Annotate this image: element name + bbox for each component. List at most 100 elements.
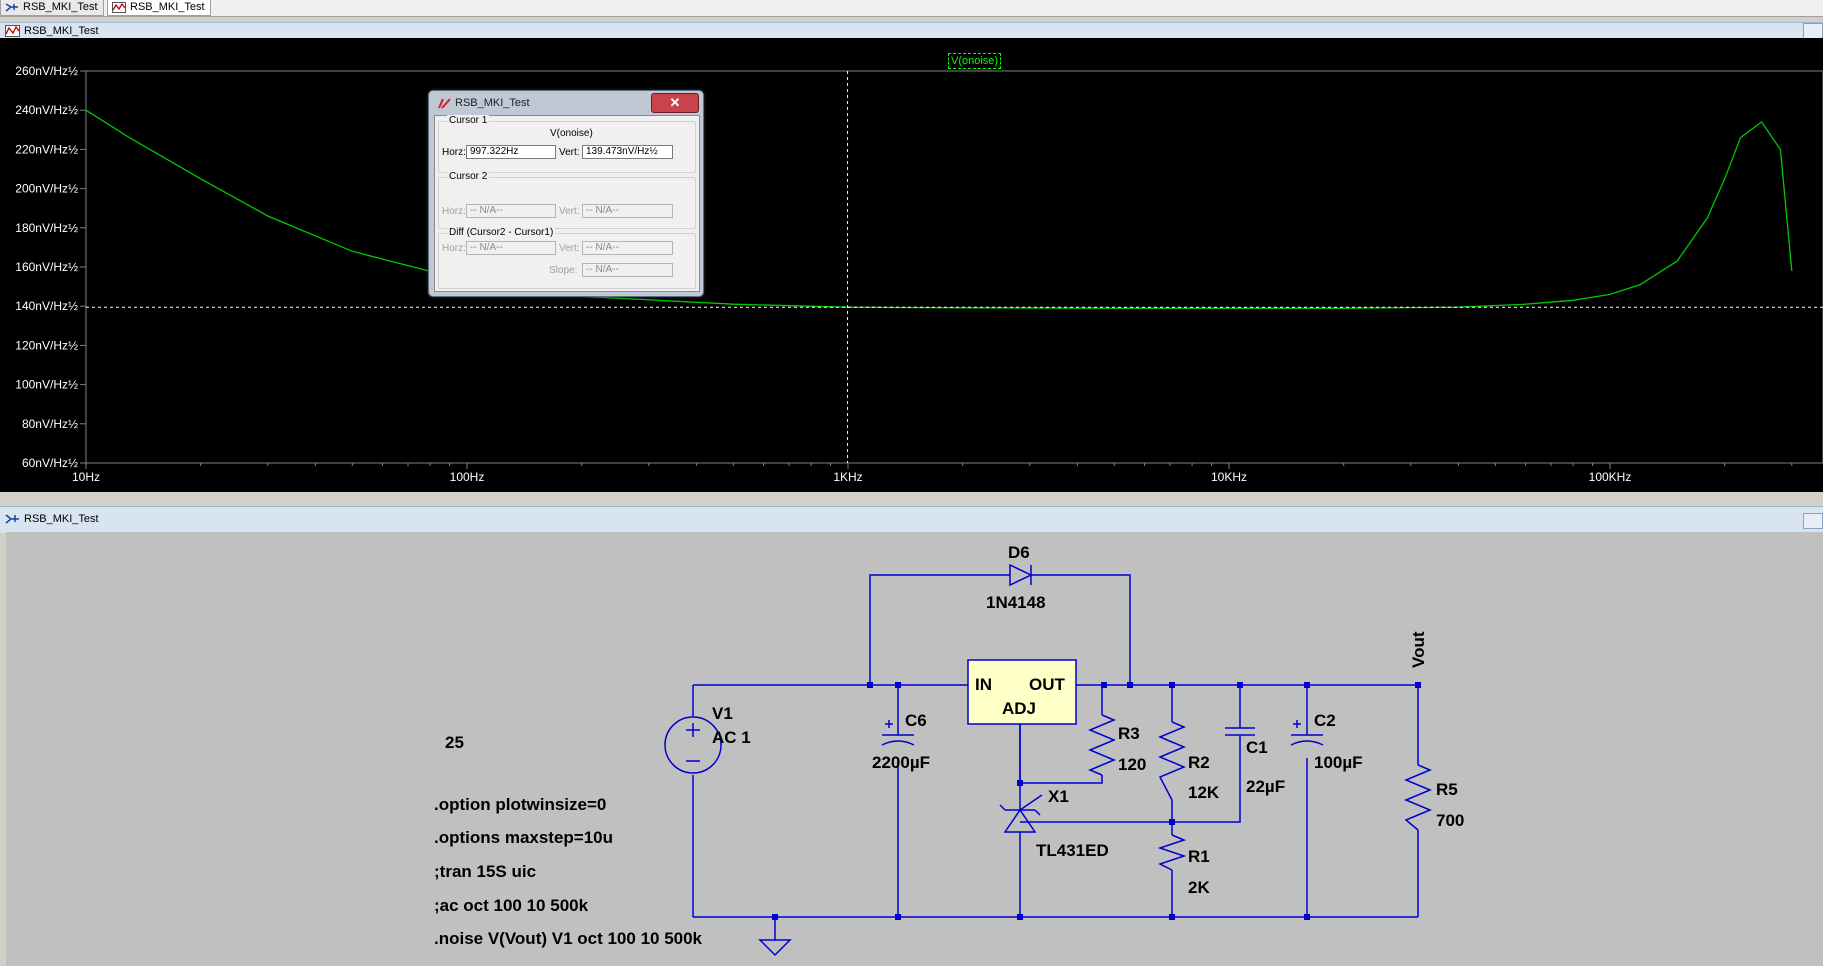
schematic-panel-titlebar: RSB_MKI_Test <box>0 506 1823 533</box>
tab-waveform[interactable]: RSB_MKI_Test <box>107 0 211 16</box>
resistor-r2[interactable] <box>1158 721 1186 801</box>
y-tick-label: 80nV/Hz½ <box>22 417 78 431</box>
r5-ref[interactable]: R5 <box>1436 780 1458 799</box>
y-tick-label: 160nV/Hz½ <box>15 260 78 274</box>
diode-d6[interactable] <box>1009 563 1033 587</box>
x1-ref[interactable]: X1 <box>1048 787 1069 806</box>
c2-value[interactable]: 100µF <box>1314 753 1363 772</box>
c6-value[interactable]: 2200µF <box>872 753 930 772</box>
trace-v-onoise[interactable] <box>85 109 1793 309</box>
x-tick-label: 100Hz <box>450 470 485 484</box>
c2-ref[interactable]: C2 <box>1314 711 1336 730</box>
vout-net-label[interactable]: Vout <box>1409 631 1428 668</box>
spice-directive[interactable]: .noise V(Vout) V1 oct 100 10 500k <box>434 929 703 948</box>
voltage-regulator-ic[interactable] <box>967 659 1077 725</box>
y-tick-label: 180nV/Hz½ <box>15 221 78 235</box>
horz-diff-label: Horz: <box>442 243 466 254</box>
y-tick-label: 200nV/Hz½ <box>15 182 78 196</box>
r2-value[interactable]: 12K <box>1188 783 1220 802</box>
voltage-source-v1[interactable] <box>664 716 722 774</box>
cursor2-horz-field <box>466 204 556 218</box>
cursor-dialog[interactable]: RSB_MKI_Test ✕ Cursor 1 V(onoise) Horz: … <box>428 90 704 297</box>
plot-panel-titlebar: RSB_MKI_Test <box>0 22 1823 39</box>
capacitor-c6[interactable] <box>881 734 915 746</box>
v1-value[interactable]: AC 1 <box>712 728 751 747</box>
r1-value[interactable]: 2K <box>1188 878 1210 897</box>
x1-value[interactable]: TL431ED <box>1036 841 1109 860</box>
close-button[interactable]: ✕ <box>651 93 699 113</box>
tab-label: RSB_MKI_Test <box>130 1 205 13</box>
r3-value[interactable]: 120 <box>1118 755 1146 774</box>
ic-in-label: IN <box>975 675 992 694</box>
restore-button[interactable] <box>1803 23 1823 39</box>
cursor1-trace-name: V(onoise) <box>550 128 593 139</box>
x-tick-label: 10Hz <box>72 470 100 484</box>
vert-diff-label: Vert: <box>559 243 580 254</box>
schematic-canvas[interactable]: D6 1N4148 Vout V1 AC 1 C6 2200µF IN OUT … <box>6 532 1823 966</box>
horz1-label: Horz: <box>442 147 466 158</box>
waveform-icon <box>5 25 20 37</box>
waveform-icon <box>112 2 126 13</box>
tab-schematic[interactable]: RSB_MKI_Test <box>0 0 104 16</box>
r1-ref[interactable]: R1 <box>1188 847 1210 866</box>
diff-label: Diff (Cursor2 - Cursor1) <box>447 227 556 238</box>
d6-ref[interactable]: D6 <box>1008 543 1030 562</box>
y-tick-label: 260nV/Hz½ <box>15 64 78 78</box>
junction-dots <box>772 682 1421 920</box>
capacitor-c1[interactable] <box>1225 727 1255 736</box>
spice-directive[interactable]: .option plotwinsize=0 <box>434 795 606 814</box>
r3-ref[interactable]: R3 <box>1118 724 1140 743</box>
diff-horz-field <box>466 241 556 255</box>
spice-directive[interactable]: ;tran 15S uic <box>434 862 536 881</box>
c1-ref[interactable]: C1 <box>1246 738 1268 757</box>
spice-directive[interactable]: ;ac oct 100 10 500k <box>434 896 589 915</box>
cursor1-vert-field[interactable] <box>582 145 673 159</box>
shunt-regulator-x1[interactable] <box>999 804 1041 833</box>
resistor-r1[interactable] <box>1157 834 1187 871</box>
v1-ref[interactable]: V1 <box>712 704 733 723</box>
spice-directive[interactable]: .options maxstep=10u <box>434 828 613 847</box>
r2-ref[interactable]: R2 <box>1188 753 1210 772</box>
cursor1-group: Cursor 1 V(onoise) Horz: Vert: <box>438 115 696 173</box>
trace-legend-v-onoise[interactable]: V(onoise) <box>948 53 1002 69</box>
slope-field <box>582 263 673 277</box>
r5-value[interactable]: 700 <box>1436 811 1464 830</box>
y-tick-label: 120nV/Hz½ <box>15 338 78 352</box>
y-tick-label: 220nV/Hz½ <box>15 142 78 156</box>
noise-chart[interactable]: 260nV/Hz½ 240nV/Hz½ 220nV/Hz½ 200nV/Hz½ 180n… <box>0 38 1823 492</box>
resistor-r3[interactable] <box>1088 714 1116 776</box>
cursor2-group: Cursor 2 Horz: Vert: <box>438 171 696 229</box>
schematic-icon <box>5 3 18 12</box>
cursor1-horz-field[interactable] <box>466 145 556 159</box>
schematic-drawing[interactable]: D6 1N4148 Vout V1 AC 1 C6 2200µF IN OUT … <box>6 532 1823 966</box>
x-tick-label: 10KHz <box>1211 470 1247 484</box>
vert1-label: Vert: <box>559 147 580 158</box>
slope-label: Slope: <box>549 265 578 276</box>
diff-group: Diff (Cursor2 - Cursor1) Horz: Vert: Slo… <box>438 227 696 289</box>
ic-out-label: OUT <box>1029 675 1066 694</box>
cursor2-vert-field <box>582 204 673 218</box>
stray-text[interactable]: 25 <box>445 733 464 752</box>
dialog-body: Cursor 1 V(onoise) Horz: Vert: Cursor 2 … <box>434 115 700 292</box>
cursor2-label: Cursor 2 <box>447 171 490 182</box>
ltspice-icon <box>438 98 451 109</box>
y-tick-label: 240nV/Hz½ <box>15 103 78 117</box>
waveform-plot[interactable]: 260nV/Hz½ 240nV/Hz½ 220nV/Hz½ 200nV/Hz½ 180n… <box>0 38 1823 492</box>
y-tick-label: 60nV/Hz½ <box>22 456 78 470</box>
d6-value[interactable]: 1N4148 <box>986 593 1046 612</box>
plot-panel-title: RSB_MKI_Test <box>24 25 99 37</box>
x-tick-label: 100KHz <box>1589 470 1632 484</box>
schematic-panel-title: RSB_MKI_Test <box>24 513 99 525</box>
capacitor-c2[interactable] <box>1290 734 1324 746</box>
wires <box>692 574 1419 940</box>
ground-symbol <box>758 939 792 957</box>
resistor-r5[interactable] <box>1404 764 1432 831</box>
c6-ref[interactable]: C6 <box>905 711 927 730</box>
restore-button[interactable] <box>1803 513 1823 529</box>
vert2-label: Vert: <box>559 206 580 217</box>
diff-vert-field <box>582 241 673 255</box>
horz2-label: Horz: <box>442 206 466 217</box>
c1-value[interactable]: 22µF <box>1246 777 1285 796</box>
y-tick-label: 140nV/Hz½ <box>15 299 78 313</box>
x-tick-label: 1KHz <box>833 470 862 484</box>
